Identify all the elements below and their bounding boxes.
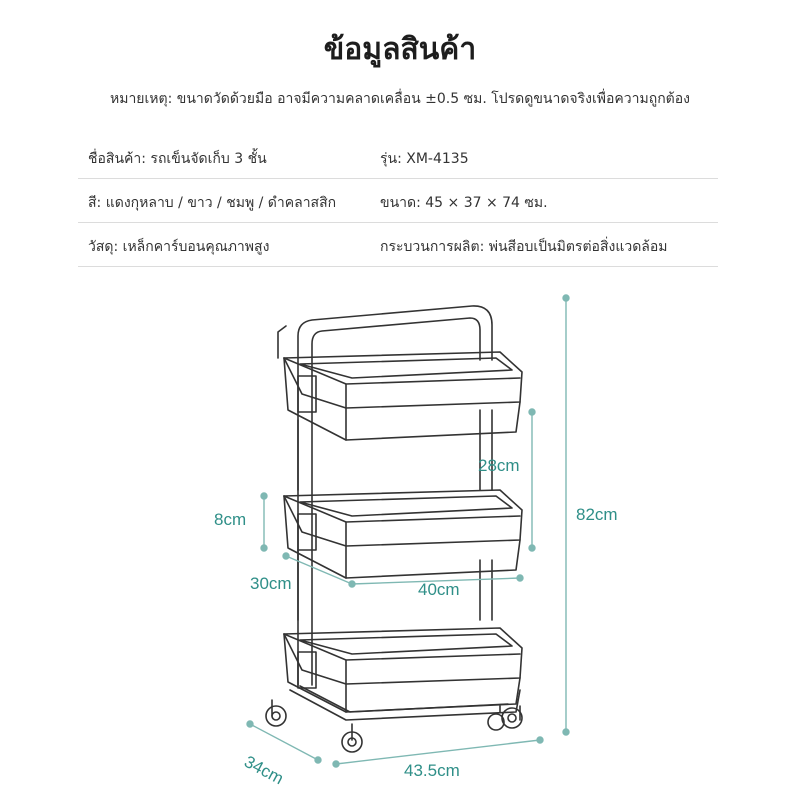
dim-basket-depth: 8cm xyxy=(214,510,247,529)
product-name: ชื่อสินค้า: รถเข็นจัดเก็บ 3 ชั้น xyxy=(88,151,267,167)
product-info-table: ชื่อสินค้า: รถเข็นจัดเก็บ 3 ชั้น รุ่น: X… xyxy=(78,135,718,267)
material-spec: วัสดุ: เหล็กคาร์บอนคุณภาพสูง xyxy=(88,239,270,255)
dimension-lines xyxy=(246,294,570,768)
info-row: สี: แดงกุหลาบ / ขาว / ชมพู / ดำคลาสสิก ข… xyxy=(78,179,718,223)
page-title: ข้อมูลสินค้า xyxy=(323,32,477,67)
colors-available: สี: แดงกุหลาบ / ขาว / ชมพู / ดำคลาสสิก xyxy=(88,195,337,211)
size-spec: ขนาด: 45 × 37 × 74 ซม. xyxy=(380,195,548,211)
dim-basket-length: 40cm xyxy=(418,580,460,599)
info-row: วัสดุ: เหล็กคาร์บอนคุณภาพสูง กระบวนการผล… xyxy=(78,223,718,267)
dim-base-width: 43.5cm xyxy=(404,761,460,780)
model-number: รุ่น: XM-4135 xyxy=(380,151,469,167)
dim-basket-width: 30cm xyxy=(250,574,292,593)
dim-total-height: 82cm xyxy=(576,505,618,524)
info-row: ชื่อสินค้า: รถเข็นจัดเก็บ 3 ชั้น รุ่น: X… xyxy=(78,135,718,179)
process-spec: กระบวนการผลิต: พ่นสีอบเป็นมิตรต่อสิ่งแวด… xyxy=(380,239,668,255)
trolley-drawing xyxy=(265,305,523,753)
dim-shelf-gap: 28cm xyxy=(478,456,520,475)
measurement-note: หมายเหตุ: ขนาดวัดด้วยมือ อาจมีความคลาดเค… xyxy=(109,91,691,107)
